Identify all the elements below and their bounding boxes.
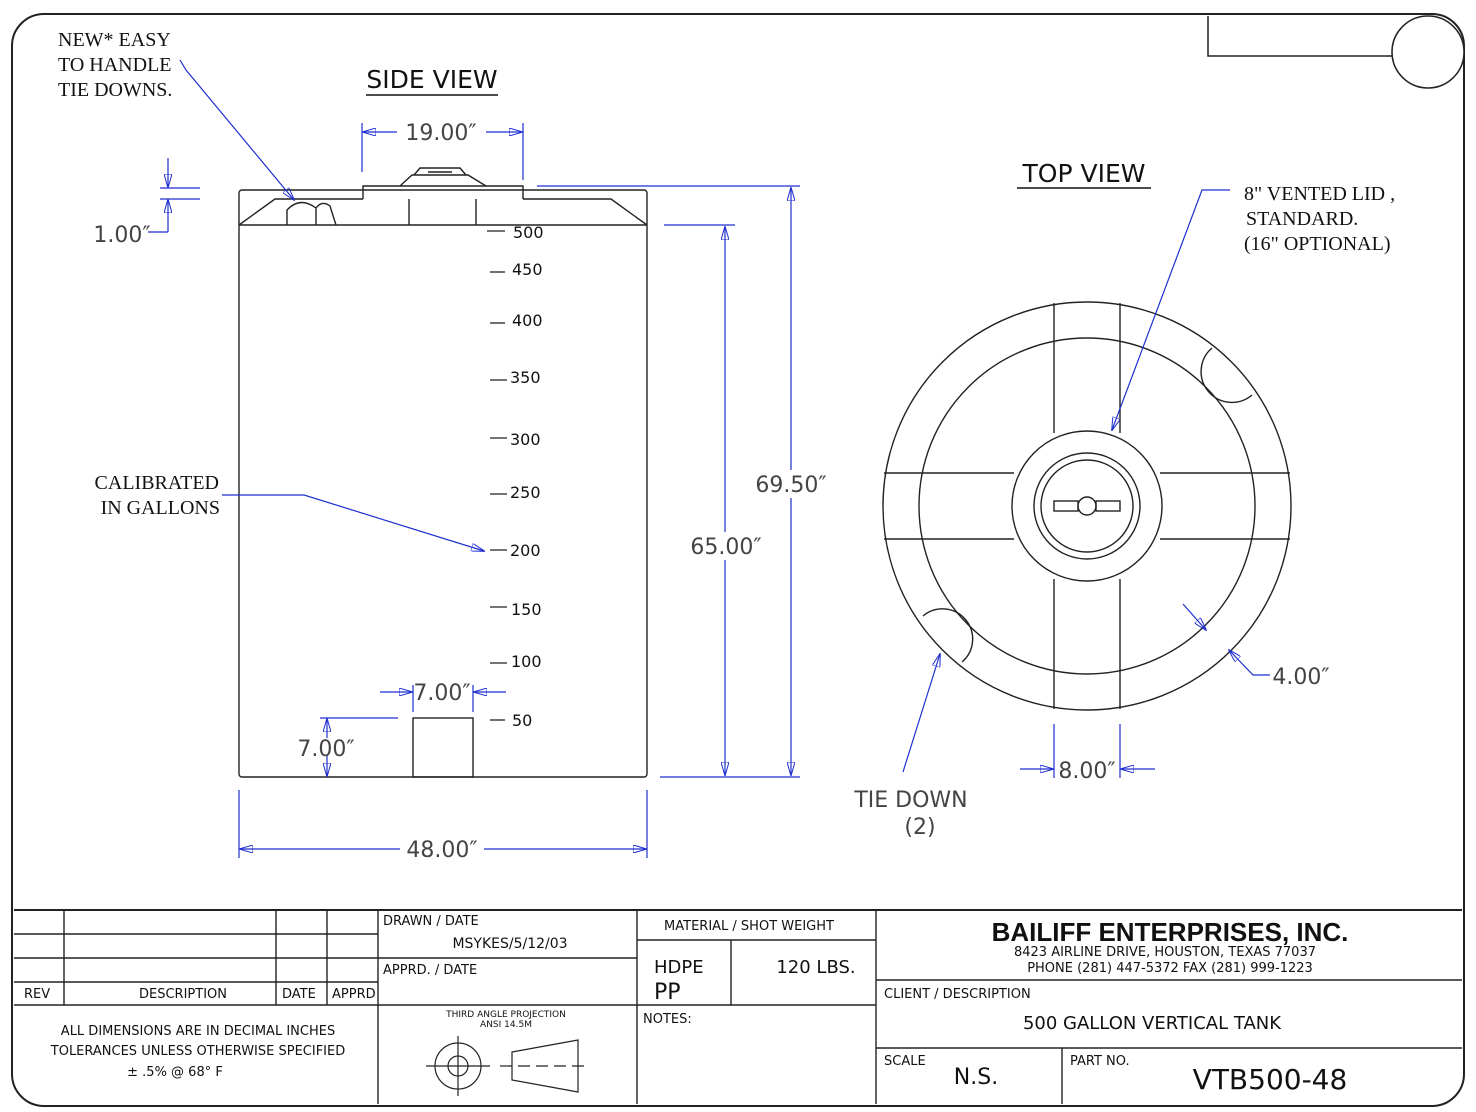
sheet-border bbox=[11, 13, 1465, 1107]
rev-header-description: DESCRIPTION bbox=[139, 987, 227, 1002]
part-number-label: PART NO. bbox=[1070, 1054, 1130, 1069]
scale-label: SCALE bbox=[884, 1054, 926, 1069]
drawn-label: DRAWN / DATE bbox=[383, 914, 479, 929]
gallon-mark: 300 bbox=[510, 430, 541, 449]
title-block bbox=[14, 909, 1462, 1104]
material-pp: PP bbox=[654, 980, 681, 1005]
drawn-value: MSYKES/5/12/03 bbox=[452, 936, 567, 952]
dim-outlet-width: 7.00″ bbox=[413, 681, 470, 706]
note-lid-line1: 8" VENTED LID , bbox=[1244, 183, 1395, 205]
gallon-mark: 50 bbox=[512, 711, 532, 730]
client-label: CLIENT / DESCRIPTION bbox=[884, 987, 1031, 1002]
side-dimensions bbox=[148, 59, 800, 858]
gallon-mark: 200 bbox=[510, 541, 541, 560]
dim-rib-width: 8.00″ bbox=[1058, 759, 1115, 784]
gallon-scale: 500 450 400 350 300 250 200 150 100 50 bbox=[487, 223, 544, 730]
note-calibrated-line2: IN GALLONS bbox=[101, 497, 220, 519]
rev-header-date: DATE bbox=[282, 987, 316, 1002]
dim-rim-width: 4.00″ bbox=[1272, 665, 1329, 690]
note-tie-downs-line2: TO HANDLE bbox=[58, 54, 172, 76]
gallon-mark: 350 bbox=[510, 368, 541, 387]
side-view-title: SIDE VIEW bbox=[366, 65, 497, 94]
top-view: TOP VIEW bbox=[853, 159, 1395, 840]
dim-lid-width: 19.00″ bbox=[405, 121, 476, 146]
general-note-line1: ALL DIMENSIONS ARE IN DECIMAL INCHES bbox=[61, 1024, 335, 1039]
top-dimensions bbox=[902, 189, 1270, 778]
gallon-mark: 450 bbox=[512, 260, 543, 279]
projection-symbol-icon bbox=[426, 1036, 590, 1096]
side-view: SIDE VIEW 500 45 bbox=[58, 29, 827, 863]
shot-weight: 120 LBS. bbox=[776, 957, 855, 978]
note-tie-downs-line1: NEW* EASY bbox=[58, 29, 171, 51]
note-lid-line2: STANDARD. bbox=[1246, 208, 1358, 230]
tank-top-outline bbox=[882, 301, 1292, 711]
company-name: BAILIFF ENTERPRISES, INC. bbox=[992, 917, 1349, 947]
dim-outlet-height: 7.00″ bbox=[297, 737, 354, 762]
revision-tag bbox=[1207, 15, 1465, 89]
part-number: VTB500-48 bbox=[1193, 1063, 1348, 1096]
top-view-title: TOP VIEW bbox=[1022, 159, 1146, 188]
part-description: 500 GALLON VERTICAL TANK bbox=[1023, 1013, 1282, 1034]
dim-diameter: 48.00″ bbox=[406, 838, 477, 863]
dim-calibrated-height: 65.00″ bbox=[690, 535, 761, 560]
note-tie-down-line2: (2) bbox=[904, 815, 935, 840]
note-lid-line3: (16" OPTIONAL) bbox=[1244, 233, 1390, 255]
material-hdpe: HDPE bbox=[654, 957, 704, 978]
general-note-line3: ± .5% @ 68° F bbox=[127, 1065, 223, 1080]
dim-rim-height: 1.00″ bbox=[93, 223, 150, 248]
rev-header-apprd: APPRD bbox=[332, 987, 376, 1002]
tank-body bbox=[238, 167, 648, 778]
note-calibrated-line1: CALIBRATED bbox=[95, 472, 219, 494]
company-phone: PHONE (281) 447-5372 FAX (281) 999-1223 bbox=[1027, 961, 1313, 976]
projection-label-line1: THIRD ANGLE PROJECTION bbox=[445, 1010, 566, 1020]
material-label: MATERIAL / SHOT WEIGHT bbox=[664, 919, 834, 934]
dim-overall-height: 69.50″ bbox=[755, 473, 826, 498]
scale-value: N.S. bbox=[954, 1065, 998, 1090]
gallon-mark: 150 bbox=[511, 600, 542, 619]
note-tie-downs-line3: TIE DOWNS. bbox=[58, 79, 172, 101]
note-tie-down-line1: TIE DOWN bbox=[853, 788, 967, 813]
projection-label-line2: ANSI 14.5M bbox=[480, 1020, 532, 1030]
gallon-mark: 400 bbox=[512, 311, 543, 330]
apprd-label: APPRD. / DATE bbox=[383, 963, 477, 978]
general-note-line2: TOLERANCES UNLESS OTHERWISE SPECIFIED bbox=[50, 1044, 345, 1059]
company-address: 8423 AIRLINE DRIVE, HOUSTON, TEXAS 77037 bbox=[1014, 945, 1316, 960]
notes-label: NOTES: bbox=[643, 1012, 692, 1027]
gallon-mark: 500 bbox=[513, 223, 544, 242]
gallon-mark: 250 bbox=[510, 483, 541, 502]
gallon-mark: 100 bbox=[511, 652, 542, 671]
rev-header-rev: REV bbox=[24, 987, 50, 1002]
